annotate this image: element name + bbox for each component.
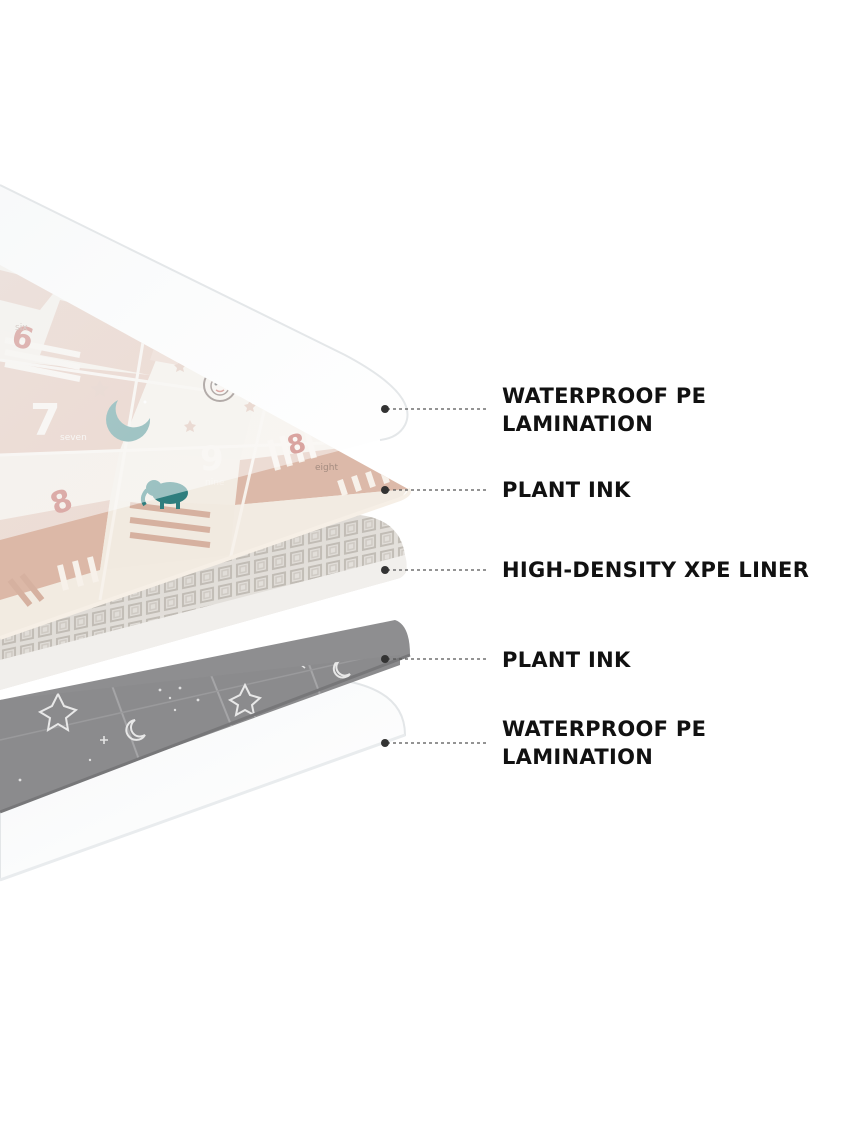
label-line: LAMINATION: [502, 410, 706, 438]
label-top-ink: PLANT INK: [502, 476, 631, 504]
label-top-lamination: WATERPROOF PE LAMINATION: [502, 382, 706, 438]
label-line: HIGH-DENSITY XPE LINER: [502, 556, 809, 584]
mat-word: eight: [315, 463, 338, 473]
label-bottom-ink: PLANT INK: [502, 646, 631, 674]
label-bottom-lamination: WATERPROOF PE LAMINATION: [502, 715, 706, 771]
label-line: PLANT INK: [502, 476, 631, 504]
label-xpe-liner: HIGH-DENSITY XPE LINER: [502, 556, 809, 584]
label-line: LAMINATION: [502, 743, 706, 771]
label-line: WATERPROOF PE: [502, 715, 706, 743]
label-line: WATERPROOF PE: [502, 382, 706, 410]
label-line: PLANT INK: [502, 646, 631, 674]
